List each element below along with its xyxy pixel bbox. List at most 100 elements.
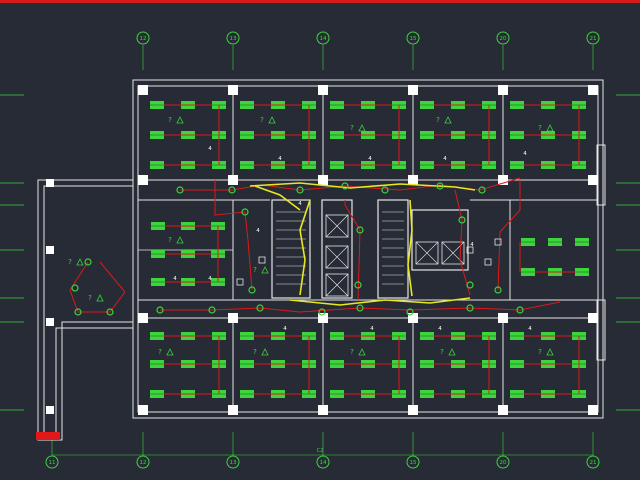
elevator-car xyxy=(325,214,349,238)
junction-box-icon xyxy=(341,182,349,190)
circuit-number: 4 xyxy=(283,326,287,332)
cable-tray xyxy=(407,199,413,297)
structural-column xyxy=(318,405,328,415)
grid-bubble-bottom xyxy=(226,455,240,469)
junction-box-icon xyxy=(74,308,82,316)
grid-bubble-bottom xyxy=(136,455,150,469)
structural-column xyxy=(498,85,508,95)
occupancy-sensor-icon xyxy=(358,348,366,356)
junction-box-icon xyxy=(436,182,444,190)
room-tag: ? xyxy=(538,348,542,356)
room-tag: ? xyxy=(538,124,542,132)
junction-box-icon xyxy=(208,306,216,314)
circuit-number: 4 xyxy=(208,146,212,152)
junction-box-icon xyxy=(71,284,79,292)
elevator-car-cross xyxy=(325,214,349,238)
junction-box-icon xyxy=(381,186,389,194)
circuit-number: 4 xyxy=(173,276,177,282)
structural-column xyxy=(408,405,418,415)
structural-column xyxy=(228,405,238,415)
grid-bubble-bottom xyxy=(496,455,510,469)
grid-label-bottom: 14 xyxy=(320,460,327,466)
grid-label-bottom: 21 xyxy=(590,460,597,466)
room-tag: ? xyxy=(436,116,440,124)
structural-column xyxy=(138,85,148,95)
structural-column xyxy=(46,179,54,187)
exterior-wall-outer xyxy=(132,79,604,419)
structural-column xyxy=(588,405,598,415)
junction-box-icon xyxy=(494,286,502,294)
room-tag: ? xyxy=(253,266,257,274)
stair-core-west xyxy=(271,199,311,299)
junction-box-icon xyxy=(176,186,184,194)
circuit-number: 4 xyxy=(438,326,442,332)
structural-column xyxy=(588,85,598,95)
grid-bubble-top xyxy=(316,31,330,45)
circuit-number: 4 xyxy=(443,156,447,162)
structural-column xyxy=(588,313,598,323)
room-tag: ? xyxy=(350,124,354,132)
junction-box-icon xyxy=(458,216,466,224)
structural-column xyxy=(318,85,328,95)
grid-label-top: 14 xyxy=(320,36,327,42)
cable-tray xyxy=(289,297,471,306)
grid-label-bottom: 13 xyxy=(230,460,237,466)
structural-column xyxy=(408,175,418,185)
occupancy-sensor-icon xyxy=(176,116,184,124)
occupancy-sensor-icon xyxy=(176,236,184,244)
dimension-label: C2 xyxy=(317,448,324,454)
circuit-number: 4 xyxy=(370,326,374,332)
structural-column xyxy=(138,313,148,323)
grid-bubble-bottom xyxy=(45,455,59,469)
circuit-number: 4 xyxy=(523,151,527,157)
occupancy-sensor-icon xyxy=(448,348,456,356)
room-tag: ? xyxy=(260,116,264,124)
structural-column xyxy=(408,313,418,323)
elevator-car xyxy=(325,245,349,269)
junction-box-icon xyxy=(356,226,364,234)
emergency-light-icon xyxy=(484,258,492,266)
structural-column xyxy=(46,318,54,326)
exterior-wall-inner xyxy=(137,85,599,413)
annex-wall-outer xyxy=(37,179,133,441)
junction-box-icon xyxy=(84,258,92,266)
title-bar-stripe xyxy=(0,0,640,3)
circuit-homerun xyxy=(344,200,361,301)
structural-column xyxy=(46,406,54,414)
occupancy-sensor-icon xyxy=(261,348,269,356)
occupancy-sensor-icon xyxy=(268,116,276,124)
junction-box-icon xyxy=(248,286,256,294)
annex-wall-inner xyxy=(43,185,133,437)
emergency-light-icon xyxy=(258,256,266,264)
structural-column xyxy=(138,405,148,415)
junction-box-icon xyxy=(466,281,474,289)
junction-box-icon xyxy=(106,308,114,316)
circuit-homerun xyxy=(160,301,561,313)
circuit-number: 4 xyxy=(470,242,474,248)
cable-tray xyxy=(249,182,476,191)
grid-label-top: 12 xyxy=(140,36,147,42)
room-tag: ? xyxy=(68,258,72,266)
structural-column xyxy=(588,175,598,185)
room-tag: ? xyxy=(350,348,354,356)
structural-column xyxy=(46,246,54,254)
junction-box-icon xyxy=(256,304,264,312)
elevator-car xyxy=(415,241,439,265)
grid-bubble-bottom xyxy=(586,455,600,469)
elevator-car xyxy=(441,241,465,265)
cable-tray xyxy=(299,199,311,296)
room-tag: ? xyxy=(168,236,172,244)
circuit-number: 4 xyxy=(208,276,212,282)
elevator-car-cross xyxy=(325,273,349,297)
structural-column xyxy=(228,85,238,95)
grid-bubble-bottom xyxy=(316,455,330,469)
grid-label-top: 20 xyxy=(500,36,507,42)
junction-box-icon xyxy=(296,186,304,194)
grid-label-top: 21 xyxy=(590,36,597,42)
structural-column xyxy=(228,313,238,323)
circuit-number: 4 xyxy=(256,228,260,234)
grid-label-bottom: 15 xyxy=(410,460,417,466)
junction-box-icon xyxy=(228,186,236,194)
